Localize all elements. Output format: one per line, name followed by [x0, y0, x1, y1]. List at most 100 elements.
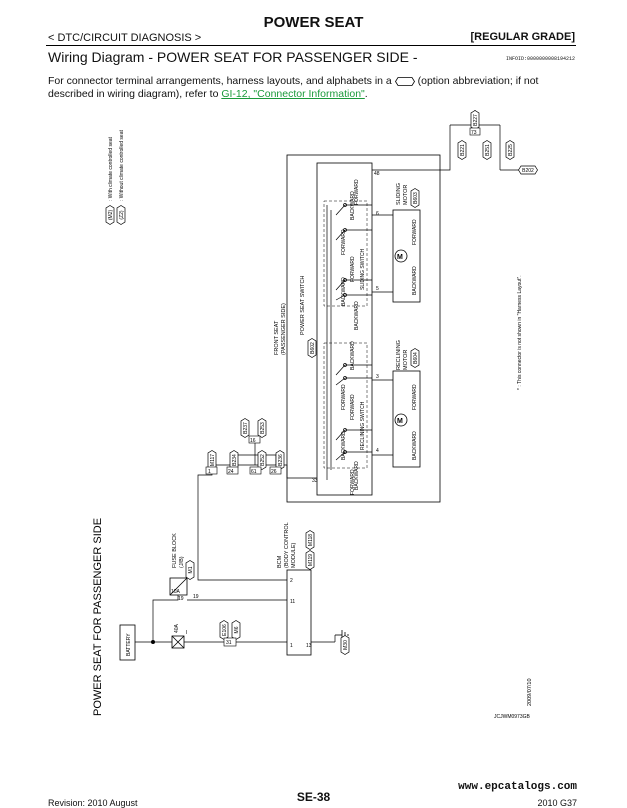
side-title: POWER SEAT FOR PASSENGER SIDE	[92, 518, 104, 716]
term-73: 73	[471, 130, 477, 136]
reclining-motor-label-1: RECLINING	[396, 340, 402, 370]
sliding-switch-label: SLIDING SWITCH	[360, 248, 366, 290]
reclining-motor-label-2: MOTOR	[403, 350, 409, 370]
term-24: 24	[228, 469, 234, 475]
b227-connector: B227	[470, 110, 480, 130]
intro-part2: (option abbreviation; if not described i…	[48, 75, 539, 100]
svg-text:M30: M30	[343, 640, 349, 650]
b234-connector: B234	[229, 450, 239, 470]
joint-m117	[205, 466, 218, 475]
term-61: 61	[251, 469, 257, 475]
term-2: 2	[290, 578, 293, 584]
term-6: 6	[376, 211, 379, 217]
legend-item2-code: (Z2)	[119, 210, 125, 220]
term-13: 13	[306, 643, 312, 649]
front-seat-box	[286, 154, 441, 503]
svg-text:M119: M119	[308, 554, 314, 566]
term-48: 48	[374, 171, 380, 177]
m1-connector: M1	[185, 560, 195, 580]
front-seat-side-label: (PASSENGER SIDE)	[281, 303, 287, 355]
reclining-backward-label: BACKWARD	[350, 341, 356, 370]
grade-label: [REGULAR GRADE]	[470, 31, 576, 43]
joint-e106	[223, 637, 237, 647]
m119-connector: M119	[305, 550, 315, 570]
fuse-jb-label: (J/B)	[179, 556, 185, 568]
wire-48	[372, 162, 451, 171]
svg-text:E106: E106	[222, 624, 228, 636]
b252-connector: B252	[257, 450, 267, 470]
fuse-amp: 10A	[171, 589, 181, 595]
sliding-forward-label-2: FORWARD	[341, 229, 347, 255]
reclining-motor-box	[392, 370, 421, 468]
term-16: 16	[250, 438, 256, 444]
connector-note: * : This connector is not shown in "Harn…	[517, 275, 523, 390]
sliding-motor-icon	[394, 249, 408, 263]
legend-item2-text: : Without climate controlled seat	[119, 130, 125, 201]
term-26: 26	[271, 469, 277, 475]
b236-connector: B236	[275, 450, 285, 470]
reclining-forward-label-2: FORWARD	[341, 384, 347, 410]
page-title: POWER SEAT	[263, 14, 364, 31]
svg-text:M117: M117	[210, 454, 216, 466]
header-divider	[46, 45, 576, 46]
front-seat-label: FRONT SEAT	[274, 320, 280, 355]
svg-text:B221: B221	[460, 144, 466, 156]
b603-connector: B603	[410, 188, 420, 208]
sliding-motor-m: M	[397, 254, 403, 261]
term-1b: 1	[208, 469, 211, 475]
breadcrumb[interactable]: < DTC/CIRCUIT DIAGNOSIS >	[48, 32, 202, 44]
svg-text:B604: B604	[413, 352, 419, 364]
m118-connector: M118	[305, 530, 315, 550]
svg-text:B237: B237	[243, 422, 249, 434]
b602-connector: B602	[307, 338, 317, 358]
term-31: 31	[226, 640, 232, 646]
e106-connector: E106	[219, 620, 229, 640]
reclining-forward-label-3: FORWARD	[350, 469, 356, 495]
b221-connector: B221	[457, 140, 467, 160]
sliding-motor-label-1: SLIDING	[396, 183, 402, 205]
b251-connector: B251	[482, 140, 492, 160]
switch-contacts	[326, 203, 372, 480]
reclining-motor-forward: FORWARD	[412, 384, 418, 410]
legend-item1-code: (M2)	[108, 210, 114, 221]
svg-text:B202: B202	[522, 168, 534, 174]
fusible-letter: I	[186, 630, 187, 636]
intro-part1: For connector terminal arrangements, har…	[48, 75, 392, 87]
sliding-motor-box	[392, 209, 421, 303]
bcm-label-1: BCM	[277, 555, 283, 568]
page-number: SE-38	[296, 790, 331, 804]
power-seat-switch-box	[316, 162, 373, 496]
m30-ground-connector: M30	[340, 635, 350, 655]
svg-text:B227: B227	[473, 114, 479, 126]
term-5: 5	[376, 286, 379, 292]
svg-text:B603: B603	[413, 192, 419, 204]
reclining-switch-label: RECLINING SWITCH	[360, 401, 366, 450]
term-1: 1	[290, 643, 293, 649]
svg-text:B236: B236	[278, 454, 284, 466]
term-33: 33	[312, 478, 318, 484]
sliding-motor-label-2: MOTOR	[403, 185, 409, 205]
reclining-motor-m: M	[397, 418, 403, 425]
term-4: 4	[376, 448, 379, 454]
battery-label: BATTERY	[126, 633, 132, 656]
svg-text:B253: B253	[260, 422, 266, 434]
footer-site[interactable]: www.epcatalogs.com	[458, 781, 577, 793]
diagram-code: JCJWM0973GB	[494, 714, 531, 720]
reclining-backward-label-3: BACKWARD	[354, 461, 360, 490]
legend: (M2) : With climate controlled seat (Z2)…	[105, 130, 126, 225]
svg-text:M1: M1	[188, 566, 194, 573]
sliding-motor-backward: BACKWARD	[412, 266, 418, 295]
option-oval-icon	[394, 76, 415, 86]
fuse-block-label: FUSE BLOCK	[172, 533, 178, 568]
connector-info-link[interactable]: GI-12, "Connector Information"	[221, 88, 365, 100]
sliding-forward-label-3: FORWARD	[354, 179, 360, 205]
reclining-forward-label: FORWARD	[350, 394, 356, 420]
svg-text:B602: B602	[310, 342, 316, 354]
svg-text:B234: B234	[232, 454, 238, 466]
bcm-box	[286, 569, 312, 656]
joint-box-top	[469, 127, 481, 136]
b237-connector: B237	[240, 418, 250, 438]
reclining-motor-backward: BACKWARD	[412, 431, 418, 460]
b253-connector: B253	[257, 418, 267, 438]
reclining-switch-box	[323, 342, 368, 469]
